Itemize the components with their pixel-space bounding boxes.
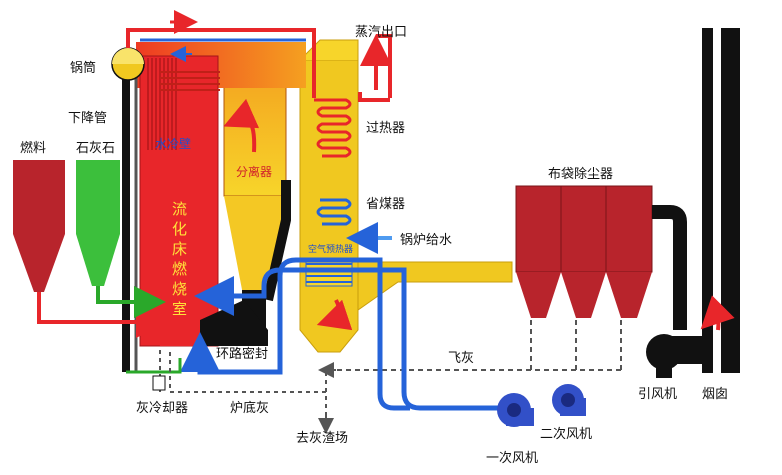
label-loop-seal: 环路密封	[216, 346, 268, 362]
fly-ash-line	[318, 320, 622, 378]
limestone-silo	[76, 160, 166, 318]
label-furnace-1: 流	[172, 200, 187, 218]
air-ducts	[126, 257, 506, 411]
label-baghouse: 布袋除尘器	[548, 167, 613, 182]
induced-draft-fan	[646, 334, 704, 378]
label-chimney: 烟囱	[702, 387, 728, 402]
label-bottom-ash: 炉底灰	[230, 400, 269, 416]
primary-air-fan	[497, 393, 534, 427]
label-downcomer: 下降管	[68, 111, 107, 126]
label-fuel: 燃料	[20, 140, 46, 156]
label-superheater: 过热器	[366, 121, 405, 136]
label-fly-ash: 飞灰	[448, 351, 474, 366]
fuel-silo	[13, 160, 168, 338]
label-to-ash-yard: 去灰渣场	[296, 431, 348, 446]
label-ash-cooler: 灰冷却器	[136, 401, 188, 416]
steam-pipes	[126, 10, 392, 158]
label-economizer: 省煤器	[366, 197, 405, 212]
label-furnace-4: 燃	[172, 260, 187, 278]
label-furnace-5: 烧	[172, 280, 187, 298]
baghouse-dust-collector	[515, 185, 687, 330]
ash-cooler	[152, 375, 166, 391]
label-secondary-fan: 二次风机	[540, 426, 592, 442]
label-id-fan: 引风机	[638, 387, 677, 402]
economizer-coils	[316, 198, 392, 254]
label-furnace-3: 床	[172, 240, 187, 258]
label-primary-fan: 一次风机	[486, 450, 538, 466]
label-water-wall: 水冷壁	[155, 136, 191, 151]
label-feedwater: 锅炉给水	[400, 232, 452, 248]
label-furnace-6: 室	[172, 300, 187, 318]
chimney	[700, 28, 740, 373]
label-limestone: 石灰石	[76, 141, 115, 156]
label-drum: 锅筒	[70, 60, 96, 76]
label-steam-outlet: 蒸汽出口	[355, 25, 407, 40]
label-furnace-2: 化	[172, 220, 187, 238]
label-air-preheater: 空气预热器	[308, 243, 353, 255]
label-separator: 分离器	[236, 164, 272, 179]
secondary-air-fan	[552, 384, 586, 416]
